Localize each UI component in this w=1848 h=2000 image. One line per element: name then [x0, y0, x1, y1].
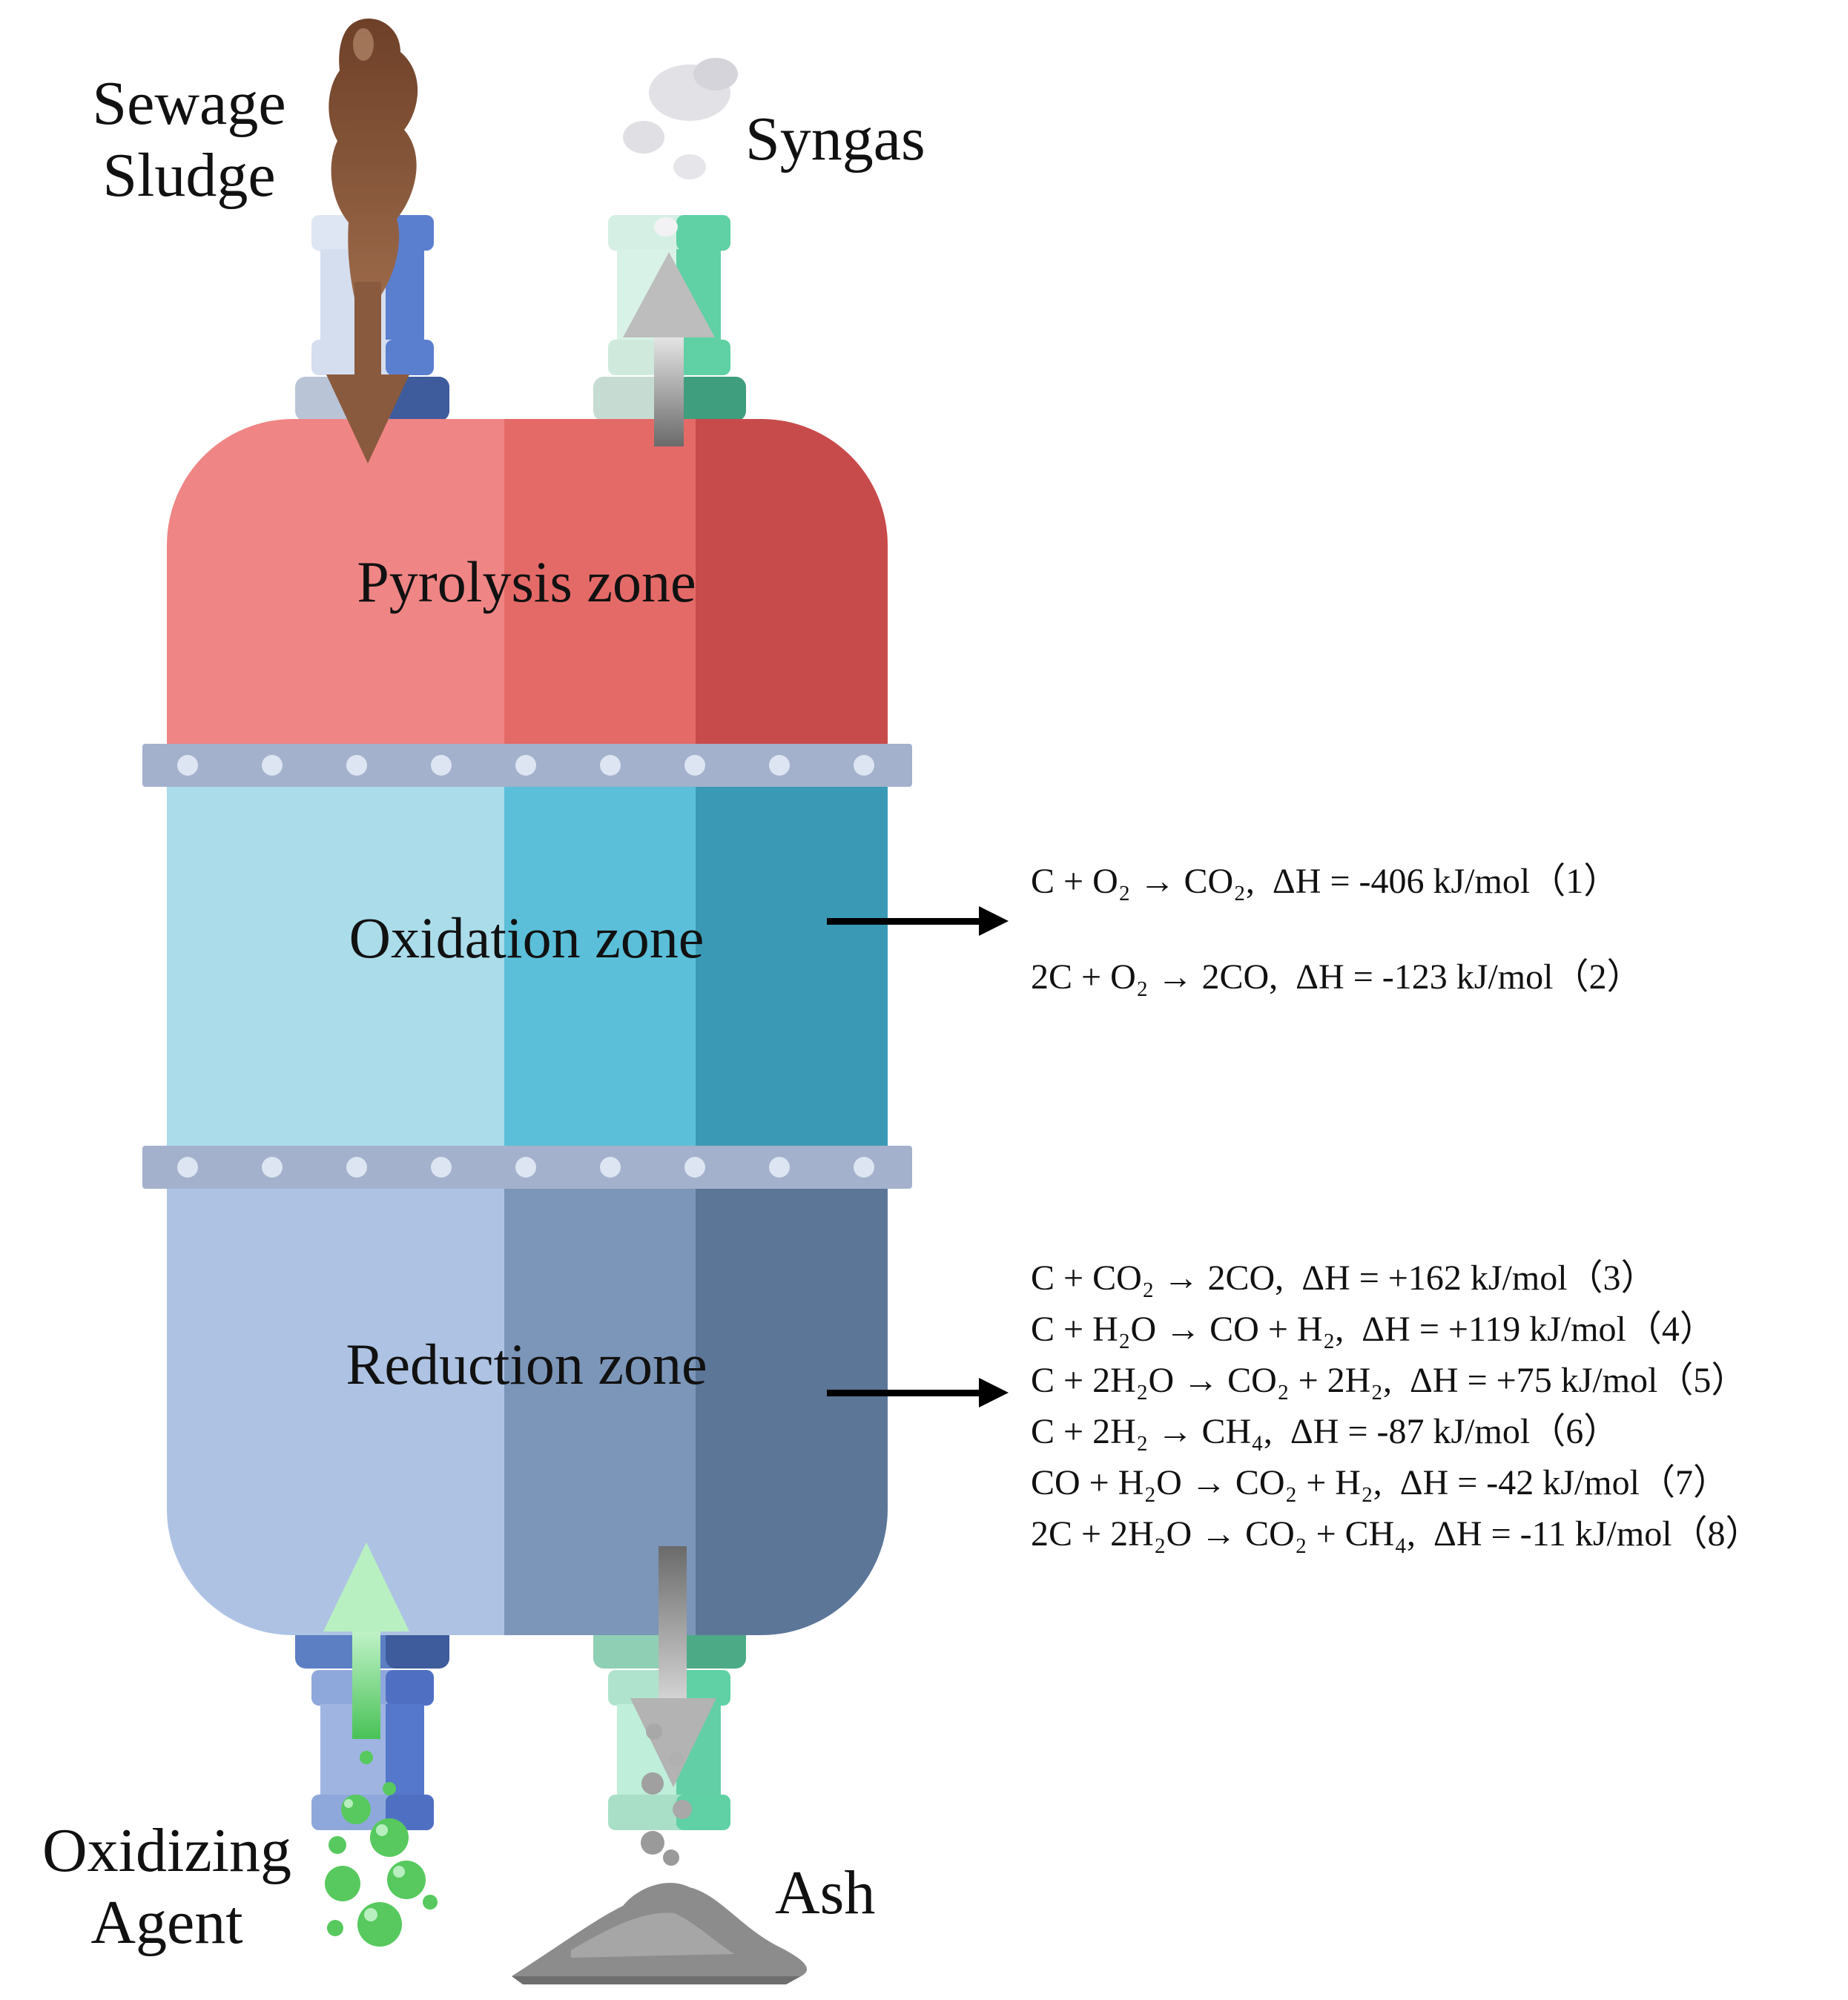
oxidation-zone-title: Oxidation zone: [349, 905, 704, 970]
equation-5: C + 2H₂O → CO₂ + 2H₂, ΔH = +75 kJ/mol（5）: [1031, 1361, 1747, 1400]
ash-down-arrow: [630, 1546, 716, 1787]
oxidation-zone: [167, 745, 504, 1161]
flange-upper: [142, 744, 912, 787]
agent-bubbles-icon: [325, 1751, 438, 1947]
syngas-up-arrow: [623, 252, 715, 446]
equation-3: C + CO₂ → 2CO, ΔH = +162 kJ/mol（3）: [1031, 1258, 1657, 1298]
ash-particles-icon: [641, 1723, 692, 1866]
flange-lower: [142, 1146, 912, 1189]
ash-pile-icon: [512, 1883, 808, 1984]
sewage-sludge-label: Sewage Sludge: [92, 69, 286, 210]
oxidation-reactions-arrow: [827, 906, 1009, 936]
sludge-blob: [329, 18, 418, 304]
reactor-vessel: [167, 419, 888, 1635]
syngas-cloud-icon: [623, 58, 738, 237]
pyrolysis-zone-title: Pyrolysis zone: [357, 549, 696, 614]
oxidizing-agent-label: Oxidizing Agent: [42, 1816, 291, 1957]
ash-label: Ash: [775, 1858, 876, 1927]
reduction-reactions-arrow: [827, 1378, 1009, 1407]
agent-up-arrow: [323, 1542, 409, 1739]
equation-4: C + H₂O → CO + H₂, ΔH = +119 kJ/mol（4）: [1031, 1310, 1715, 1349]
equation-8: 2C + 2H₂O → CO₂ + CH₄, ΔH = -11 kJ/mol（8…: [1031, 1514, 1761, 1554]
reduction-zone-title: Reduction zone: [346, 1332, 707, 1396]
equation-1: C + O₂ → CO₂, ΔH = -406 kJ/mol（1）: [1031, 862, 1620, 901]
sludge-down-arrow: [326, 282, 409, 463]
pyrolysis-zone: [167, 419, 504, 745]
reduction-zone: [167, 1161, 504, 1635]
syngas-label: Syngas: [745, 105, 925, 174]
equation-7: CO + H₂O → CO₂ + H₂, ΔH = -42 kJ/mol（7）: [1031, 1463, 1729, 1502]
equation-2: 2C + O₂ → 2CO, ΔH = -123 kJ/mol（2）: [1031, 957, 1643, 997]
equation-6: C + 2H₂ → CH₄, ΔH = -87 kJ/mol（6）: [1031, 1412, 1620, 1451]
